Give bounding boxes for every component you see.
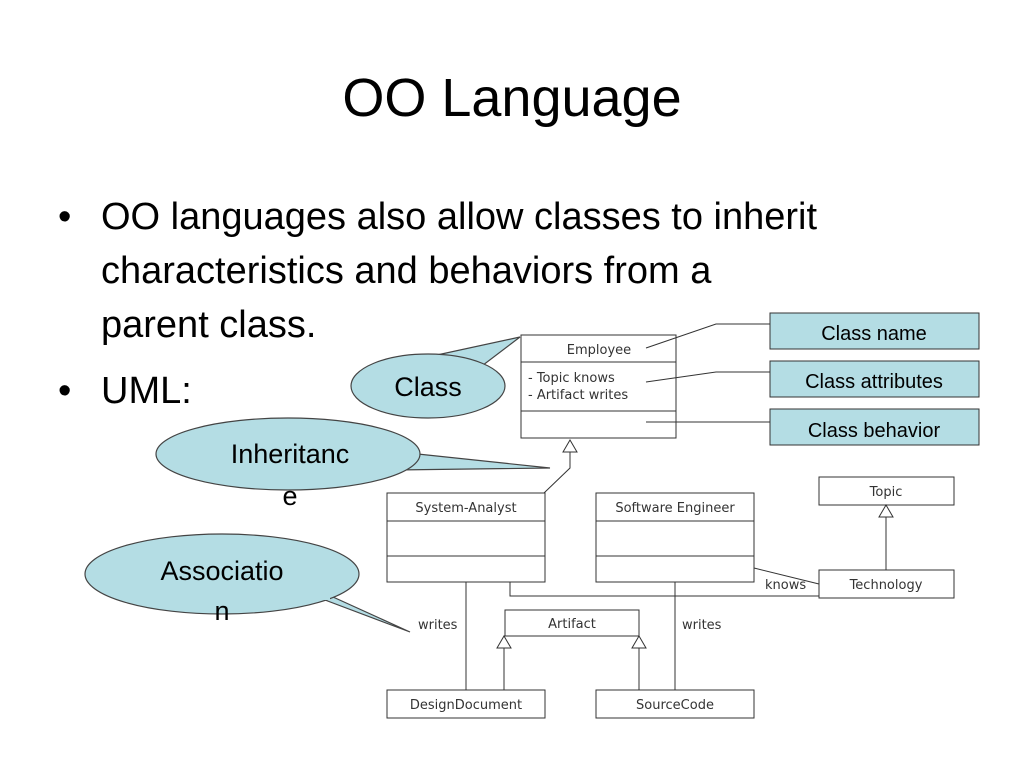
legend-pointer-lines — [645, 323, 770, 423]
bullet-text-line1: OO languages also allow classes to inher… — [101, 196, 818, 238]
callout-inheritance-text-wrap: e — [282, 481, 297, 511]
uml-class-technology: Technology — [818, 569, 955, 599]
inheritance-analyst-employee — [543, 439, 578, 494]
uml-class-topic: Topic — [818, 476, 955, 506]
artifact-name: Artifact — [548, 617, 596, 632]
writes-left-label: writes — [418, 618, 458, 633]
bullet-uml: • UML: — [58, 364, 358, 418]
legend-class-attributes-text: Class attributes — [805, 371, 943, 393]
callout-inheritance-text: Inheritanc — [231, 439, 350, 469]
legend-class-behavior: Class behavior — [769, 408, 980, 446]
uml-class-employee: Employee - Topic knows - Artifact writes — [520, 334, 677, 439]
topic-name: Topic — [869, 485, 903, 500]
slide-title: OO Language — [342, 68, 682, 128]
association-knows: knows — [509, 567, 820, 597]
legend-class-behavior-text: Class behavior — [808, 420, 941, 442]
callout-association-text-wrap: n — [214, 596, 229, 626]
employee-attr-topic: - Topic knows — [528, 371, 615, 386]
callout-association: Associatio n — [84, 533, 411, 633]
uml-class-source-code: SourceCode — [595, 689, 755, 719]
callout-association-text: Associatio — [160, 556, 283, 586]
uml-class-design-document: DesignDocument — [386, 689, 546, 719]
employee-attr-artifact: - Artifact writes — [528, 388, 628, 403]
bullet-text-uml: UML: — [101, 370, 192, 412]
bullet-text-line3: parent class. — [101, 304, 317, 346]
system-analyst-name: System-Analyst — [415, 501, 516, 516]
inheritance-arrow-icon — [496, 635, 512, 649]
callout-inheritance: Inheritanc e — [155, 417, 551, 511]
inheritance-arrow-icon — [631, 635, 647, 649]
legend-class-attributes: Class attributes — [769, 360, 980, 398]
uml-class-artifact: Artifact — [504, 609, 640, 637]
software-engineer-name: Software Engineer — [615, 501, 735, 516]
bullet-text-line2: characteristics and behaviors from a — [101, 250, 712, 292]
design-document-name: DesignDocument — [410, 698, 522, 713]
writes-right-label: writes — [682, 618, 722, 633]
uml-class-system-analyst: System-Analyst — [386, 492, 546, 583]
bullet-dot: • — [58, 196, 72, 238]
inheritance-technology-topic — [878, 504, 894, 570]
association-writes-right: writes — [674, 582, 722, 690]
employee-name: Employee — [567, 343, 631, 358]
uml-class-software-engineer: Software Engineer — [595, 492, 755, 583]
legend-class-name: Class name — [769, 312, 980, 350]
technology-name: Technology — [849, 578, 923, 593]
bullet-inheritance: • OO languages also allow classes to inh… — [58, 190, 988, 360]
inheritance-arrow-icon — [878, 504, 894, 518]
legend-class-name-text: Class name — [821, 323, 927, 345]
inheritance-documents-artifact — [496, 635, 647, 690]
association-writes-left: writes — [418, 582, 467, 690]
source-code-name: SourceCode — [636, 698, 714, 713]
knows-label: knows — [765, 578, 806, 593]
callout-class-text: Class — [394, 372, 462, 402]
inheritance-arrow-icon — [562, 439, 578, 453]
bullet-dot: • — [58, 370, 72, 412]
callout-class: Class — [350, 336, 521, 419]
